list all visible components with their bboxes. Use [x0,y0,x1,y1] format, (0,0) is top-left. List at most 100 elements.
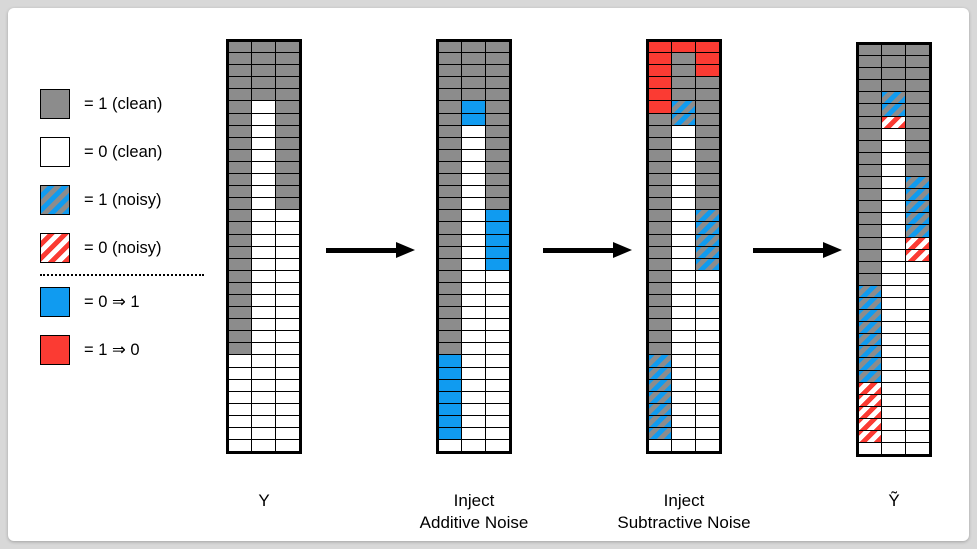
cell-one-clean [648,222,672,235]
cell-one-clean [276,89,300,102]
cell-zero-clean [252,379,276,392]
cell-zero-clean [882,225,906,238]
cell-zero-clean [906,285,930,298]
cell-one-clean [486,113,510,126]
cell-zero-noisy [858,418,882,431]
cell-zero-clean [696,391,720,404]
cell-zero-clean [462,270,486,283]
cell-zero-clean [882,394,906,407]
cell-one-clean [438,53,462,66]
cell-one-clean [696,101,720,114]
grid-row [858,431,930,444]
cell-zero-clean [252,186,276,199]
grid-row [648,149,720,162]
cell-one-clean [858,225,882,238]
cell-zero-clean [276,343,300,356]
grid-row [858,358,930,371]
cell-zero-clean [672,270,696,283]
cell-zero-clean [252,391,276,404]
cell-one-clean [906,56,930,69]
cell-one-clean [438,319,462,332]
cell-one-clean [276,77,300,90]
cell-zero-clean [276,403,300,416]
cell-zero-clean [486,307,510,320]
cell-zero-clean [252,282,276,295]
cell-zero-clean [462,198,486,211]
cell-one-clean [696,113,720,126]
cell-zero-clean [228,355,252,368]
cell-one-clean [906,92,930,105]
cell-one-clean [696,77,720,90]
grid-row [648,113,720,126]
grid-row [438,367,510,380]
cell-zero-clean [672,331,696,344]
arrow-3-head [823,242,842,258]
cell-one-clean [462,89,486,102]
cell-zero-clean [276,210,300,223]
legend-item-3-clean: = 0 (noisy) [34,224,210,272]
cell-zero-clean [462,415,486,428]
cell-one-noisy [648,415,672,428]
cell-zero-clean [882,273,906,286]
grid-row [858,310,930,323]
cell-one-clean [438,174,462,187]
cell-one-noisy [882,92,906,105]
cell-zero-clean [462,222,486,235]
cell-one-clean [228,258,252,271]
grid-additive-matrix [436,39,512,455]
cell-one-clean [648,161,672,175]
cell-one-clean [672,65,696,78]
legend-item-2-clean: = 1 (noisy) [34,176,210,224]
grid-row [228,101,300,114]
cell-zero-clean [462,282,486,295]
grid-row [648,355,720,368]
grid-row [438,65,510,78]
grid-row [648,331,720,344]
grid-row [228,367,300,380]
cell-one-clean [228,125,252,138]
grid-row [438,77,510,90]
cell-one-clean [486,89,510,102]
cell-zero-clean [252,307,276,320]
cell-zero-clean [672,379,696,392]
grid-row [438,258,510,271]
cell-one-clean [906,164,930,178]
cell-zero-clean [882,140,906,153]
cell-zero-clean [696,415,720,428]
cell-zero-clean [252,428,276,441]
grid-row [438,89,510,102]
cell-zero-clean [252,101,276,114]
cell-one-noisy [906,189,930,202]
cell-zero-clean [672,198,696,211]
grid-row [438,379,510,392]
grid-row [228,379,300,392]
grid-row [438,355,510,368]
legend-item-label: = 1 (noisy) [84,190,162,209]
cell-one-clean [858,201,882,214]
cell-zero-clean [672,258,696,271]
cell-one-clean [486,53,510,66]
grid-row [858,261,930,274]
cell-one-clean [228,186,252,199]
grid-row [648,258,720,271]
grid-row [858,406,930,419]
grid-row [648,415,720,428]
grid-row [648,246,720,259]
cell-zero-clean [252,161,276,175]
grid-row [858,189,930,202]
legend-swatch-red-hatch [40,233,70,263]
grid-row [858,201,930,214]
grid-row [648,65,720,78]
cell-flip-zero-to-one [438,355,462,368]
cell-zero-clean [462,210,486,223]
grid-row [858,92,930,105]
cell-zero-clean [882,152,906,165]
cell-zero-clean [252,355,276,368]
grid-row [228,258,300,271]
cell-one-clean [462,65,486,78]
cell-zero-clean [462,319,486,332]
grid-row [228,41,300,54]
cell-zero-clean [252,403,276,416]
cell-one-clean [858,80,882,93]
grid-row [228,186,300,199]
